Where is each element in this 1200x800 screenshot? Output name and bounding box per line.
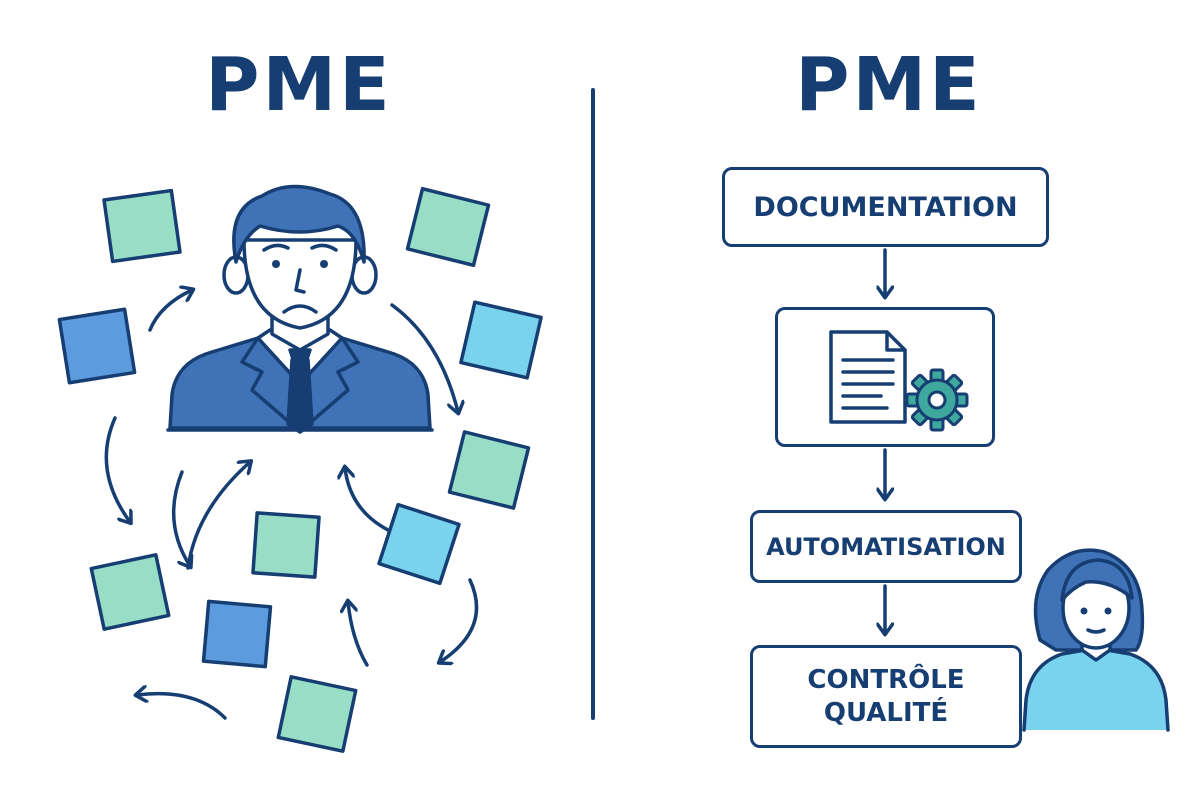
chaos-arrows [104, 290, 479, 720]
automatisation-box: AUTOMATISATION [750, 510, 1022, 583]
arrow-icon [390, 303, 458, 412]
right-title: PME [795, 42, 983, 128]
note-square [276, 675, 358, 753]
controle-qualite-box: CONTRÔLE QUALITÉ [750, 645, 1022, 748]
document-icon [829, 330, 907, 424]
arrow-icon [345, 468, 390, 532]
process-icons [829, 330, 969, 432]
note-square [459, 300, 543, 380]
worried-man-icon [168, 184, 432, 434]
automatisation-label: AUTOMATISATION [766, 532, 1006, 561]
arrow-icon [186, 462, 250, 570]
arrow-icon [171, 470, 190, 566]
process-box [775, 307, 995, 447]
note-square [377, 502, 461, 586]
documentation-label: DOCUMENTATION [753, 191, 1018, 223]
arrow-icon [440, 578, 479, 662]
arrow-icon [148, 290, 192, 332]
left-title: PME [205, 42, 393, 128]
note-square [251, 511, 321, 579]
note-square [102, 188, 182, 264]
arrow-icon [348, 602, 369, 667]
woman-icon [1022, 548, 1170, 732]
controle-label-line2: QUALITÉ [823, 697, 949, 728]
note-square [89, 553, 171, 631]
controle-label-line1: CONTRÔLE [807, 665, 965, 695]
documentation-box: DOCUMENTATION [722, 167, 1049, 247]
note-square [201, 599, 273, 669]
arrow-icon [104, 416, 130, 522]
note-square [405, 186, 491, 268]
gear-icon [905, 368, 969, 432]
note-square [447, 430, 531, 510]
note-square [57, 307, 137, 385]
arrow-icon [137, 694, 227, 720]
scattered-notes [57, 186, 543, 753]
